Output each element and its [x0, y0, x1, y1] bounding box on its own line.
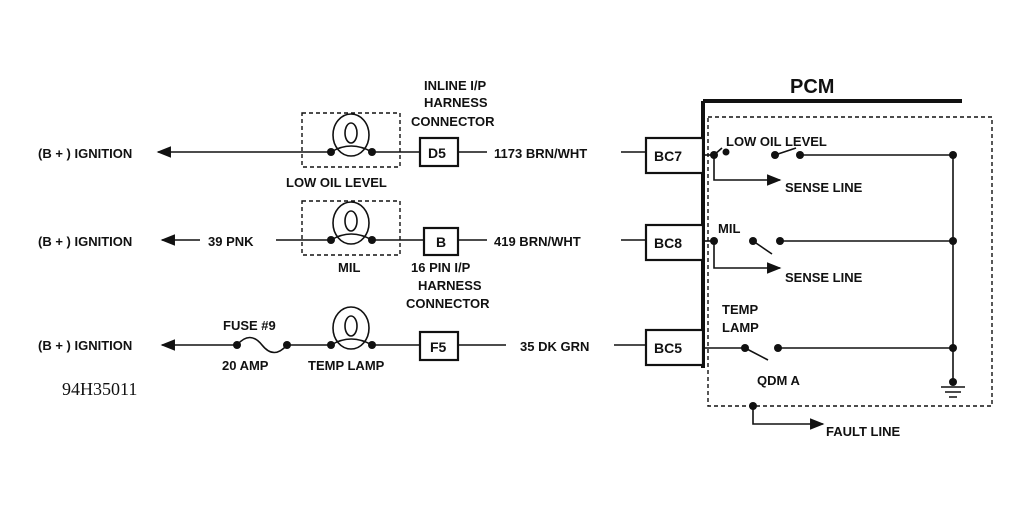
row3-pcm-switch: [703, 344, 953, 361]
pin16-connector-label: 16 PIN I/P HARNESS CONNECTOR: [406, 260, 490, 311]
row2-lamp-label: MIL: [338, 260, 360, 275]
ground-icon: [941, 386, 965, 398]
row2-source-label: (B + ) IGNITION: [38, 234, 132, 249]
fault-line: [749, 402, 825, 430]
row3-connector-box: [418, 330, 460, 362]
row1-connector-label: D5: [428, 145, 446, 161]
row1-source-label: (B + ) IGNITION: [38, 146, 132, 161]
row2-upstream-wire-label: 39 PNK: [208, 234, 254, 249]
pcm-inner-module: [707, 116, 993, 407]
row3-wire-label: 35 DK GRN: [520, 339, 589, 354]
inline-connector-label: INLINE I/P HARNESS CONNECTOR: [411, 78, 495, 129]
row1-switch-label: LOW OIL LEVEL: [726, 134, 827, 149]
row2-connector-label: B: [436, 234, 446, 250]
row2-lamp-icon: [302, 201, 424, 245]
row3-connector-label: F5: [430, 339, 447, 355]
qdm-label: QDM A: [757, 373, 800, 388]
pcm-title: PCM: [790, 76, 834, 98]
row3-lamp-icon: [327, 306, 420, 350]
svg-text:HARNESS: HARNESS: [424, 95, 488, 110]
fault-line-label: FAULT LINE: [826, 424, 900, 439]
row1-wire-label: 1173 BRN/WHT: [494, 146, 587, 161]
row1-sense-label: SENSE LINE: [785, 180, 863, 195]
row3-switch-label-line2: LAMP: [722, 320, 759, 335]
row1-pcm-pin-label: BC7: [654, 148, 682, 164]
svg-text:16 PIN I/P: 16 PIN I/P: [411, 260, 471, 275]
row2-lamp-housing: [301, 200, 401, 256]
row3-pcm-pin-label: BC5: [654, 340, 682, 356]
row3-fuse-label: FUSE #9: [223, 318, 276, 333]
row2-wire-label: 419 BRN/WHT: [494, 234, 581, 249]
row3-switch-label-line1: TEMP: [722, 302, 758, 317]
row3-source-label: (B + ) IGNITION: [38, 338, 132, 353]
row2-connector-box: [422, 226, 460, 257]
row3-fuse-rating: 20 AMP: [222, 358, 269, 373]
figure-id: 94H35011: [62, 379, 137, 399]
row1-pcm-switch: [703, 147, 953, 186]
row1-connector-box: [418, 136, 460, 168]
row3-lamp-label: TEMP LAMP: [308, 358, 385, 373]
row1-lamp-label: LOW OIL LEVEL: [286, 175, 387, 190]
svg-text:INLINE I/P: INLINE I/P: [424, 78, 486, 93]
row2-pcm-switch: [703, 237, 953, 274]
fuse-icon: [233, 336, 291, 354]
row2-pcm-pin-label: BC8: [654, 235, 682, 251]
row2-pcm-pin-box: [644, 223, 705, 262]
row3-pcm-pin-box: [644, 328, 705, 367]
row1-lamp-housing: [301, 112, 401, 168]
row1-lamp-icon: [302, 113, 420, 157]
row2-switch-label: MIL: [718, 221, 740, 236]
svg-text:CONNECTOR: CONNECTOR: [411, 114, 495, 129]
row2-sense-label: SENSE LINE: [785, 270, 863, 285]
svg-text:CONNECTOR: CONNECTOR: [406, 296, 490, 311]
svg-text:HARNESS: HARNESS: [418, 278, 482, 293]
